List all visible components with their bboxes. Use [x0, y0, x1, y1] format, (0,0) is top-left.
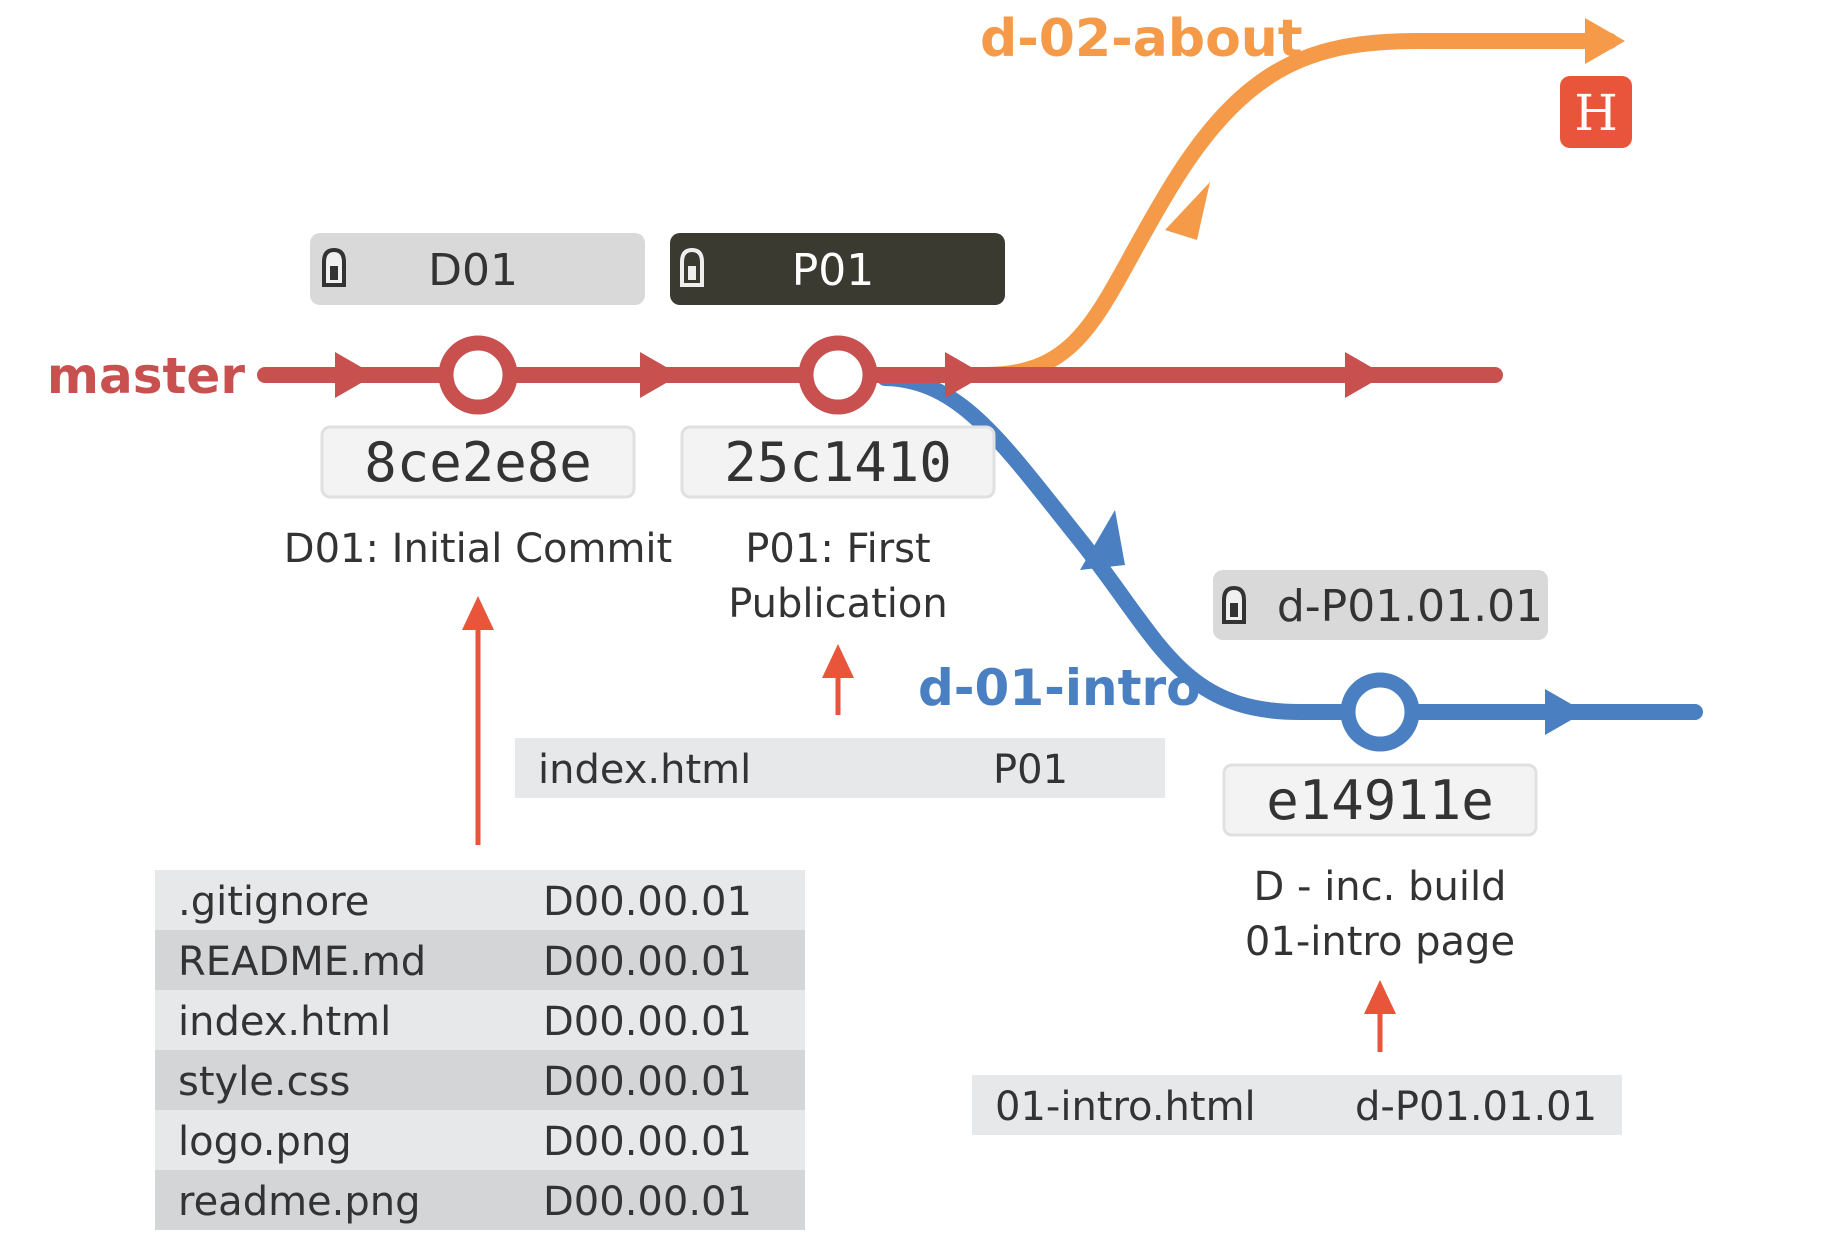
file-name: logo.png — [178, 1119, 352, 1165]
up-arrow-icon — [1364, 980, 1396, 1052]
file-table: index.html P01 — [515, 738, 1165, 798]
file-version: D00.00.01 — [543, 1119, 752, 1165]
direction-arrow-icon — [640, 352, 680, 398]
file-version: d-P01.01.01 — [1355, 1084, 1597, 1130]
file-name: .gitignore — [178, 879, 369, 925]
file-version: D00.00.01 — [543, 999, 752, 1045]
file-name: 01-intro.html — [995, 1084, 1256, 1130]
file-name: readme.png — [178, 1179, 421, 1225]
file-table: 01-intro.html d-P01.01.01 — [972, 1075, 1622, 1135]
head-label: H — [1574, 84, 1618, 142]
direction-arrow-icon — [1345, 352, 1385, 398]
file-version: D00.00.01 — [543, 939, 752, 985]
file-name: README.md — [178, 939, 426, 985]
commit-hash-box[interactable]: e14911e — [1222, 763, 1538, 837]
commit-hash: e14911e — [1266, 769, 1494, 832]
commit-message: D01: Initial Commit — [284, 526, 672, 572]
table-row: logo.png D00.00.01 — [155, 1110, 805, 1170]
file-version: D00.00.01 — [543, 879, 752, 925]
commit-message: D - inc. build — [1254, 864, 1507, 910]
tag-p01[interactable]: P01 — [670, 233, 1005, 305]
branch-line-d-02-about — [977, 33, 1618, 383]
direction-arrow-icon — [945, 352, 985, 398]
branch-label-d-01-intro: d-01-intro — [918, 659, 1201, 717]
tag-label: P01 — [792, 245, 875, 296]
commit-message: Publication — [728, 581, 948, 627]
commit-hash: 8ce2e8e — [364, 431, 592, 494]
table-row: index.html D00.00.01 — [155, 990, 805, 1050]
table-row: readme.png D00.00.01 — [155, 1170, 805, 1230]
direction-arrow-icon — [1165, 182, 1210, 240]
file-version: P01 — [993, 747, 1068, 793]
table-row: style.css D00.00.01 — [155, 1050, 805, 1110]
branch-line-d-01-intro — [877, 370, 1703, 720]
head-badge: H — [1560, 76, 1632, 148]
commit-hash-box[interactable]: 8ce2e8e — [320, 425, 636, 499]
commit-node[interactable] — [798, 335, 878, 415]
file-version: D00.00.01 — [543, 1059, 752, 1105]
commit-node[interactable] — [438, 335, 518, 415]
direction-arrow-icon — [1080, 510, 1125, 570]
branch-label-master: master — [47, 347, 245, 405]
table-row: .gitignore D00.00.01 — [155, 870, 805, 930]
tag-d-p01-01-01[interactable]: d-P01.01.01 — [1213, 570, 1548, 640]
direction-arrow-icon — [1545, 689, 1585, 735]
commit-message: 01-intro page — [1245, 919, 1515, 965]
file-name: index.html — [538, 747, 751, 793]
lock-icon — [1222, 585, 1246, 624]
direction-arrow-icon — [335, 352, 375, 398]
tag-label: d-P01.01.01 — [1277, 581, 1543, 632]
file-name: style.css — [178, 1059, 350, 1105]
lock-icon — [322, 247, 346, 287]
table-row: README.md D00.00.01 — [155, 930, 805, 990]
commit-message: P01: First — [745, 526, 930, 572]
commit-hash: 25c1410 — [724, 431, 952, 494]
commit-hash-box[interactable]: 25c1410 — [680, 425, 996, 499]
tag-d01[interactable]: D01 — [310, 233, 645, 305]
up-arrow-icon — [822, 644, 854, 715]
master-direction-arrows — [335, 352, 1385, 398]
up-arrow-icon — [462, 596, 494, 845]
commit-node[interactable] — [1340, 672, 1420, 752]
lock-icon — [680, 247, 704, 287]
branch-end-arrow-icon — [1585, 18, 1625, 64]
branch-label-d-02-about: d-02-about — [980, 9, 1303, 69]
tag-label: D01 — [428, 245, 518, 296]
file-name: index.html — [178, 999, 391, 1045]
file-version: D00.00.01 — [543, 1179, 752, 1225]
